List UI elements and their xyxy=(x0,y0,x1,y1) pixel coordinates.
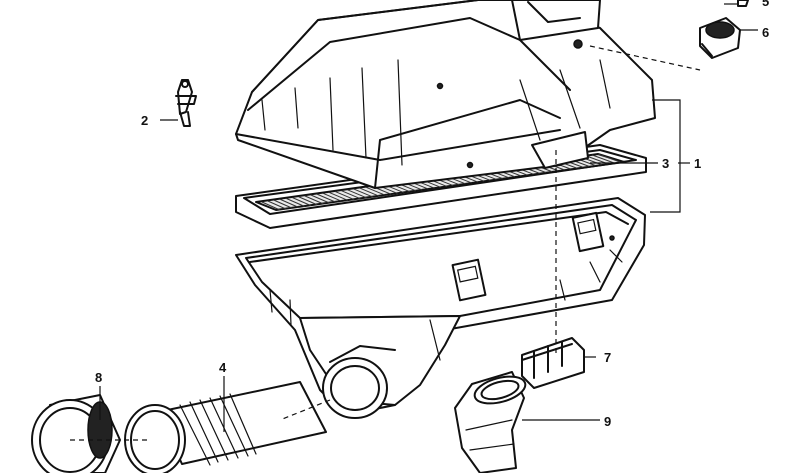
filter-pleat xyxy=(329,191,349,201)
filter-pleat xyxy=(304,195,324,205)
rubber-elbow-boot xyxy=(454,371,527,473)
filter-pleat xyxy=(591,154,614,164)
filter-pleat xyxy=(292,197,312,207)
filter-pleat xyxy=(341,190,361,200)
filter-pleat xyxy=(347,189,367,199)
sensor-bracket xyxy=(521,337,585,389)
filter-pleat xyxy=(365,186,386,196)
filter-pleat xyxy=(335,191,355,200)
callout-8: 8 xyxy=(95,370,102,385)
intake-funnel xyxy=(31,394,121,473)
callout-6: 6 xyxy=(762,25,769,40)
callout-7: 7 xyxy=(604,350,611,365)
upper-housing-cover xyxy=(235,0,656,189)
filter-pleat xyxy=(286,198,305,207)
intake-hose xyxy=(124,381,327,473)
filter-pleat xyxy=(261,201,281,211)
filter-pleat xyxy=(322,192,343,202)
filter-pleat xyxy=(353,188,373,198)
filter-pleat xyxy=(274,199,293,209)
filter-pleat xyxy=(280,198,299,208)
callout-5: 5 xyxy=(762,0,769,9)
filter-pleat xyxy=(359,187,380,197)
callout-4: 4 xyxy=(219,360,227,375)
callout-1: 1 xyxy=(694,156,701,171)
filter-pleat xyxy=(310,194,330,204)
filter-pleat xyxy=(298,196,318,206)
filter-pleat xyxy=(316,193,336,203)
callout-9: 9 xyxy=(604,414,611,429)
housing-outlet-tube xyxy=(322,345,396,419)
lower-housing xyxy=(235,197,646,416)
clip-spring xyxy=(175,79,197,127)
callout-2: 2 xyxy=(141,113,148,128)
grommet xyxy=(699,17,741,59)
filter-pleat xyxy=(267,200,287,210)
small-screw xyxy=(737,0,749,7)
filter-pleat xyxy=(597,153,621,163)
leader-lines xyxy=(70,3,758,441)
callout-3: 3 xyxy=(662,156,669,171)
